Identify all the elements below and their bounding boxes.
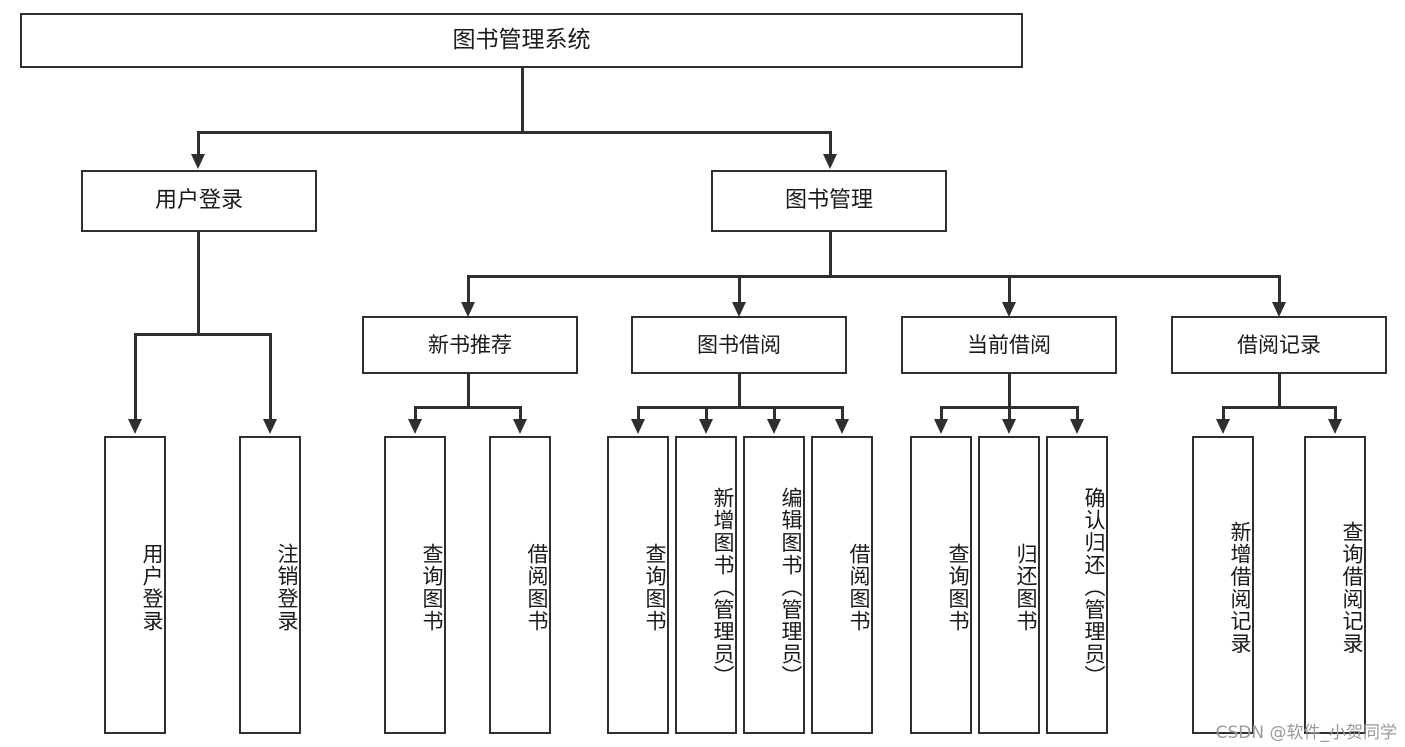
node-label: 查询图书 [946,543,970,633]
connector-cb-leaf-2 [1008,406,1011,421]
leaf-query-book-nb[interactable]: 查询图书 [384,436,446,734]
node-new-book-recommend[interactable]: 新书推荐 [362,316,578,374]
node-label: 借阅图书 [525,543,549,633]
connector-bb-leaf-3 [773,406,776,421]
leaf-add-book-admin[interactable]: 新增图书（管理员） [675,436,737,734]
node-label: 图书管理系统 [452,26,591,53]
connector-br-leaf-2 [1334,406,1337,421]
connector-to-book-borrow [738,275,741,304]
node-label: 归还图书 [1014,543,1038,633]
arrowhead-leaf-user-login [128,419,142,434]
arrowhead-br-leaf-1 [1216,419,1230,434]
arrowhead-nb-leaf-1 [408,419,422,434]
node-label: 查询图书 [420,543,444,633]
connector-borrow-record-bus [1222,406,1336,409]
node-label: 借阅记录 [1237,332,1321,357]
leaf-query-book-bb[interactable]: 查询图书 [607,436,669,734]
connector-to-current-borrow [1008,275,1011,304]
connector-borrow-record-trunk [1278,374,1281,408]
connector-root-to-book-mgmt [829,131,832,156]
connector-book-mgmt-bus [467,275,1281,278]
arrowhead-br-leaf-2 [1328,419,1342,434]
connector-bb-leaf-1 [637,406,640,421]
connector-user-login-trunk [197,232,200,335]
connector-to-borrow-record [1278,275,1281,304]
connector-bb-leaf-2 [705,406,708,421]
arrowhead-cb-leaf-2 [1002,419,1016,434]
connector-user-login-leaf-2 [269,333,272,421]
node-label: 图书管理 [784,188,873,214]
connector-cb-leaf-3 [1076,406,1079,421]
leaf-user-login[interactable]: 用户登录 [104,436,166,734]
leaf-add-borrow-record[interactable]: 新增借阅记录 [1192,436,1254,734]
node-label: 图书借阅 [697,332,781,357]
arrowhead-book-borrow [732,302,746,317]
arrowhead-bb-leaf-2 [699,419,713,434]
node-label: 查询图书 [643,543,667,633]
node-user-login[interactable]: 用户登录 [81,170,317,232]
connector-new-book-leaf-2 [519,406,522,421]
arrowhead-bb-leaf-3 [767,419,781,434]
connector-new-book-trunk [467,374,470,408]
node-current-borrow[interactable]: 当前借阅 [901,316,1117,374]
node-borrow-record[interactable]: 借阅记录 [1171,316,1387,374]
connector-new-book-bus [414,406,521,409]
arrowhead-cb-leaf-1 [934,419,948,434]
node-label: 新增借阅记录 [1228,521,1252,655]
node-label: 新书推荐 [428,332,512,357]
arrowhead-borrow-record [1272,302,1286,317]
connector-new-book-leaf-1 [414,406,417,421]
watermark-text: CSDN @软件_小贺同学 [1215,723,1397,743]
leaf-query-book-cb[interactable]: 查询图书 [910,436,972,734]
node-label: 注销登录 [275,543,299,633]
arrowhead-current-borrow [1002,302,1016,317]
node-book-management[interactable]: 图书管理 [711,170,947,232]
node-book-borrow[interactable]: 图书借阅 [631,316,847,374]
node-label: 确认归还（管理员） [1082,486,1106,688]
node-label: 新增图书（管理员） [711,486,735,688]
node-label: 借阅图书 [847,543,871,633]
leaf-borrow-book-nb[interactable]: 借阅图书 [489,436,551,734]
node-root-system[interactable]: 图书管理系统 [20,13,1023,68]
arrowhead-bb-leaf-1 [631,419,645,434]
leaf-confirm-return-admin[interactable]: 确认归还（管理员） [1046,436,1108,734]
node-label: 用户登录 [140,543,164,633]
connector-book-borrow-trunk [738,374,741,408]
connector-cb-leaf-1 [940,406,943,421]
leaf-edit-book-admin[interactable]: 编辑图书（管理员） [743,436,805,734]
node-label: 用户登录 [154,188,243,214]
node-label: 查询借阅记录 [1340,521,1364,655]
node-label: 编辑图书（管理员） [779,486,803,688]
arrowhead-bb-leaf-4 [835,419,849,434]
connector-book-borrow-bus [637,406,843,409]
connector-book-mgmt-trunk [829,232,832,277]
connector-current-borrow-trunk [1008,374,1011,408]
leaf-logout[interactable]: 注销登录 [239,436,301,734]
leaf-query-borrow-record[interactable]: 查询借阅记录 [1304,436,1366,734]
connector-user-login-leaf-1 [134,333,137,421]
node-label: 当前借阅 [967,332,1051,357]
connector-user-login-bus [134,333,271,336]
arrowhead-nb-leaf-2 [513,419,527,434]
arrowhead-book-mgmt [823,154,837,169]
arrowhead-user-login [191,154,205,169]
leaf-return-book[interactable]: 归还图书 [978,436,1040,734]
arrowhead-cb-leaf-3 [1070,419,1084,434]
leaf-borrow-book-bb[interactable]: 借阅图书 [811,436,873,734]
connector-br-leaf-1 [1222,406,1225,421]
connector-to-new-book [467,275,470,304]
connector-bb-leaf-4 [841,406,844,421]
connector-root-bus [197,131,832,134]
connector-root-trunk [521,68,524,133]
connector-root-to-user-login [197,131,200,156]
arrowhead-new-book-recommend [461,302,475,317]
arrowhead-leaf-logout [263,419,277,434]
